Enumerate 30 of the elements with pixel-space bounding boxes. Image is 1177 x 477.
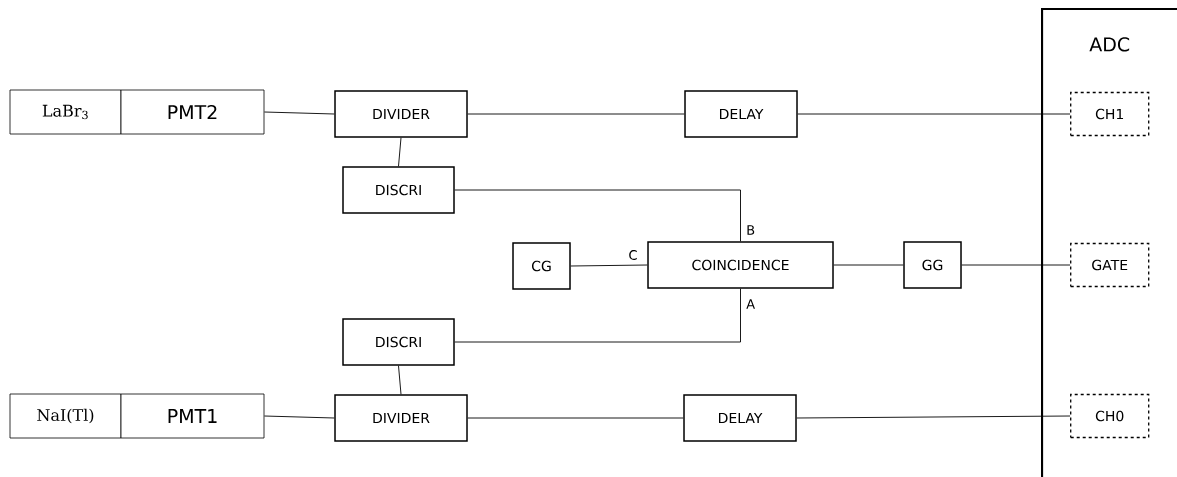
connector-line: [263, 415, 335, 419]
crystal-box: LaBr$_{3}$: [9, 89, 122, 135]
connector-line: [263, 111, 335, 115]
connector-line: [467, 113, 685, 115]
connector-line: [796, 415, 1071, 419]
connector-line: [833, 264, 904, 266]
delay-box: DELAY: [684, 90, 798, 138]
gate-generator-box: GG: [903, 241, 962, 289]
pmt-box: PMT2: [120, 89, 265, 135]
connector-line: [398, 137, 402, 167]
edge-label: A: [745, 298, 757, 310]
pmt-box: PMT1: [120, 393, 265, 439]
connector-line: [398, 365, 402, 395]
input-channel-box: GATE: [1070, 242, 1150, 288]
coincidence-box: COINCIDENCE: [647, 241, 834, 289]
connector-line: [570, 264, 648, 267]
discriminator-box: DISCRI: [342, 318, 455, 366]
connector-line: [467, 417, 684, 419]
edge-label: B: [745, 224, 757, 236]
input-channel-box: CH0: [1070, 393, 1150, 439]
connector-line: [797, 113, 1071, 115]
discriminator-box: DISCRI: [342, 166, 455, 214]
edge-label: C: [627, 249, 639, 261]
connector-line: [454, 288, 741, 343]
connector-line: [961, 264, 1071, 266]
crystal-box: NaI(Tl): [9, 393, 122, 439]
delay-box: DELAY: [683, 394, 797, 442]
input-channel-box: CH1: [1070, 91, 1150, 137]
gate-generator-box: CG: [512, 242, 571, 290]
connector-line: [454, 189, 741, 242]
